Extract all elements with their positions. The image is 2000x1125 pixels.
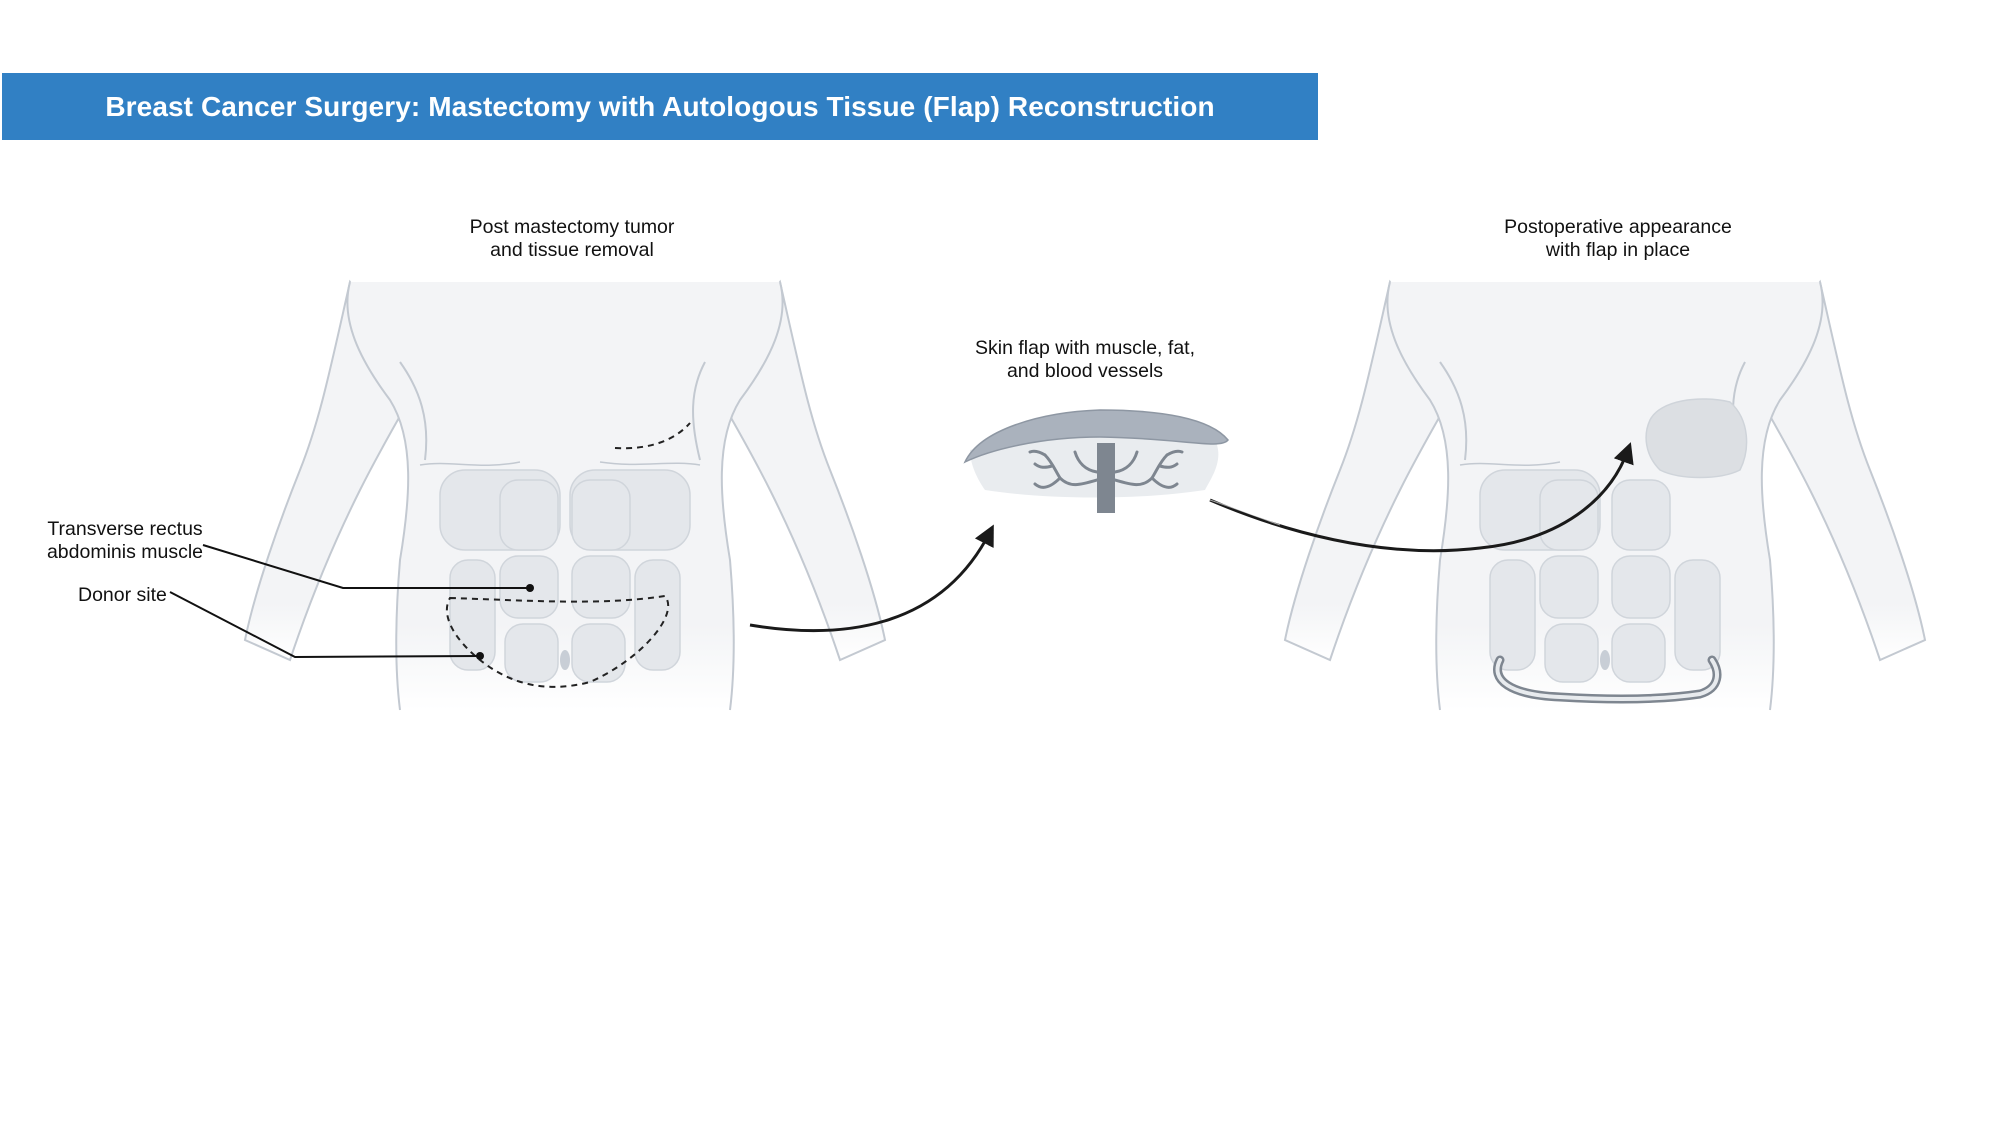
flap-vessel-branches <box>1028 449 1184 489</box>
left-abdominal-muscles <box>439 469 691 683</box>
left-panel-caption: Post mastectomy tumor and tissue removal <box>470 216 675 262</box>
muscle-callout-line2: abdominis muscle <box>46 541 204 563</box>
left-torso-body <box>347 282 783 710</box>
right-torso <box>1283 279 1927 711</box>
page-title: Breast Cancer Surgery: Mastectomy with A… <box>105 90 1215 122</box>
right-torso-body <box>1387 282 1823 710</box>
arrow-to-flap <box>749 524 994 633</box>
donor-leader-line <box>169 591 481 659</box>
right-caption-line2: with flap in place <box>1545 239 1691 261</box>
middle-panel-caption: Skin flap with muscle, fat, and blood ve… <box>975 337 1195 383</box>
muscle-callout-line1: Transverse rectus <box>47 518 203 540</box>
middle-caption-line1: Skin flap with muscle, fat, <box>974 337 1196 359</box>
muscle-callout-label: Transverse rectus abdominis muscle <box>47 518 203 564</box>
mastectomy-incision <box>614 422 691 450</box>
left-caption-line1: Post mastectomy tumor <box>469 216 675 238</box>
flap-main-vessel <box>1097 443 1115 513</box>
reconstructed-breast <box>1645 398 1748 479</box>
flap-skin-layer <box>963 409 1229 464</box>
title-banner: Breast Cancer Surgery: Mastectomy with A… <box>2 73 1318 140</box>
right-caption-line1: Postoperative appearance <box>1504 216 1732 238</box>
left-torso <box>169 279 887 711</box>
right-panel-caption: Postoperative appearance with flap in pl… <box>1504 216 1732 262</box>
left-caption-line2: and tissue removal <box>490 239 654 261</box>
middle-caption-line2: and blood vessels <box>1006 360 1164 382</box>
donor-callout-label: Donor site <box>78 584 167 606</box>
right-abdominal-muscles <box>1479 469 1721 683</box>
arrow-to-reconstruction <box>1209 442 1634 553</box>
skin-flap <box>963 409 1229 513</box>
muscle-leader-line <box>202 544 530 589</box>
